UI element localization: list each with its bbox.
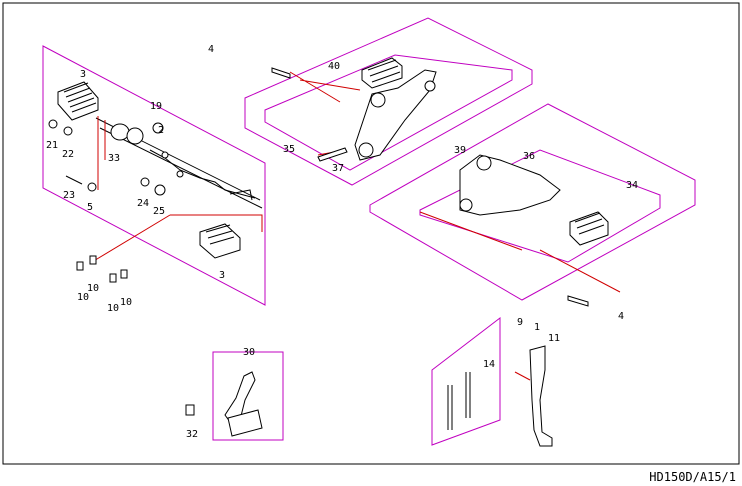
footpeg-upper-right (361, 57, 403, 89)
callout-34: 34 (626, 180, 638, 191)
footpeg-left-upper (57, 81, 99, 121)
callout-19: 19 (150, 101, 162, 112)
footpeg-lower-right (569, 211, 609, 246)
group-inner-39 (419, 149, 661, 263)
leaders-stand (514, 371, 531, 381)
callout-36: 36 (523, 151, 535, 162)
group-outline-14 (431, 316, 501, 446)
callout-30: 30 (243, 347, 255, 358)
callout-3: 3 (80, 69, 86, 80)
callout-1: 1 (534, 322, 540, 333)
leaders-left (91, 116, 263, 263)
shaft-19 (95, 117, 263, 209)
callout-22: 22 (62, 149, 74, 160)
callout-32: 32 (186, 429, 198, 440)
callout-10a: 10 (77, 292, 89, 303)
callout-37: 37 (332, 163, 344, 174)
bolt-32 (185, 404, 195, 416)
callout-4-upper: 4 (208, 44, 214, 55)
group-outline-39 (369, 103, 696, 301)
callout-9: 9 (517, 317, 523, 328)
callout-labels: 3 19 2 33 21 22 23 5 24 25 3 10 10 10 10… (46, 44, 638, 440)
callout-33: 33 (108, 153, 120, 164)
callout-39: 39 (454, 145, 466, 156)
callout-35: 35 (283, 144, 295, 155)
bolt-4-upper (271, 67, 291, 79)
bolt-4-lower (567, 295, 589, 307)
gear-pedal-30 (224, 371, 263, 437)
bolts-10 (76, 255, 128, 283)
callout-11: 11 (548, 333, 560, 344)
group-outline-40 (244, 17, 533, 186)
pin-35 (317, 147, 348, 162)
callout-10c: 10 (107, 303, 119, 314)
group-outline-19 (42, 45, 266, 306)
bracket-39 (459, 154, 561, 216)
callout-10b: 10 (87, 283, 99, 294)
callout-40: 40 (328, 61, 340, 72)
springs-14 (447, 372, 471, 430)
callout-10d: 10 (120, 297, 132, 308)
leaders-39 (419, 211, 621, 293)
drawing-code: HD150D/A15/1 (649, 470, 736, 484)
footpeg-left-lower (199, 223, 241, 259)
side-stand-1 (529, 345, 553, 447)
bracket-40 (354, 69, 437, 161)
callout-21: 21 (46, 140, 58, 151)
diagram-border (2, 2, 740, 465)
callout-4-lower: 4 (618, 311, 624, 322)
callout-23: 23 (63, 190, 75, 201)
group-inner-40 (264, 54, 513, 171)
callout-25: 25 (153, 206, 165, 217)
callout-2: 2 (158, 125, 164, 136)
callout-3-lower: 3 (219, 270, 225, 281)
fasteners-left (48, 119, 184, 196)
callout-5: 5 (87, 202, 93, 213)
callout-14: 14 (483, 359, 495, 370)
callout-24: 24 (137, 198, 149, 209)
group-outline-30 (212, 351, 284, 441)
